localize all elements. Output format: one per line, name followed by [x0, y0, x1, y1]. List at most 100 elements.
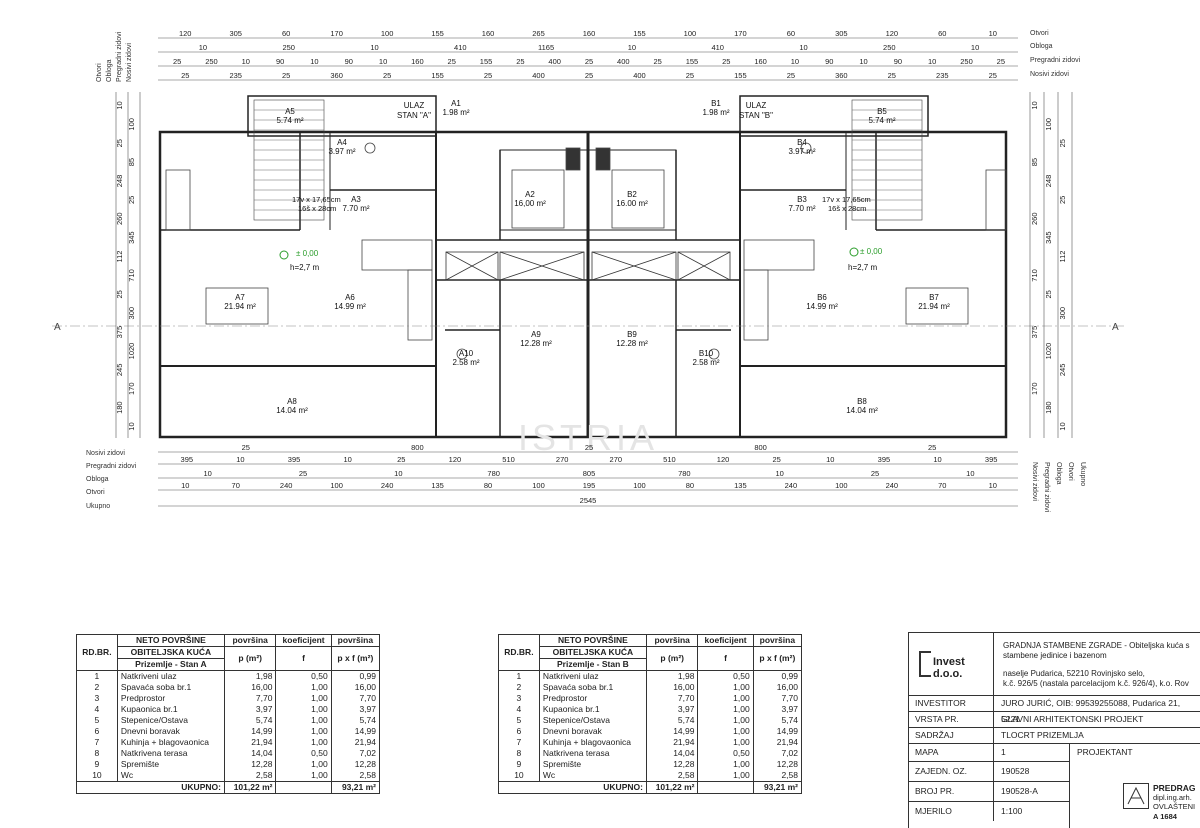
- logo-bracket-icon: [919, 651, 931, 677]
- cell-area: 16,00: [645, 682, 699, 693]
- room-code-b9: B9: [627, 330, 637, 339]
- zajedn-value: 190528: [1001, 766, 1030, 776]
- sofa-a-side: [407, 269, 433, 341]
- top-dim-labels-left: Otvori Obloga Pregradni zidovi Nosivi zi…: [96, 31, 133, 82]
- cell-total: 16,00: [752, 682, 803, 693]
- dim-label-otvori-side: Otvori: [1067, 462, 1074, 481]
- side-dim-value-left: 260: [115, 213, 124, 226]
- cell-room: Wc: [116, 770, 225, 782]
- cell-rd: 2: [498, 682, 540, 693]
- cell-coef: 1,00: [275, 770, 332, 782]
- bed-a: [511, 169, 565, 229]
- room-code-b4: B4: [797, 138, 807, 147]
- side-dim-value-right: 300: [1058, 307, 1067, 320]
- bottom-dim-value: 240: [886, 481, 899, 490]
- cell-coef: 1,00: [275, 682, 332, 693]
- mjerilo-label: MJERILO: [915, 806, 952, 816]
- bottom-dim-value: 135: [734, 481, 747, 490]
- side-dim-value-left: 112: [115, 251, 124, 263]
- cell-area: 2,58: [223, 770, 277, 782]
- room-code-a6: A6: [345, 293, 355, 302]
- room-code-b2: B2: [627, 190, 637, 199]
- room-area-b10: 2.58 m²: [692, 358, 719, 367]
- side-dim-value-right: 25: [1058, 196, 1067, 204]
- nightstand-a: [565, 147, 581, 171]
- cell-coef: 1,00: [275, 737, 332, 748]
- section-mark-right: A: [1112, 322, 1119, 333]
- room-area-b1: 1.98 m²: [702, 108, 729, 117]
- cell-room: Spremište: [538, 759, 647, 770]
- side-dim-value-right: 375: [1030, 326, 1039, 339]
- top-dim-value: 10: [799, 43, 807, 52]
- row-sadrzaj: SADRŽAJ TLOCRT PRIZEMLJA: [909, 727, 1200, 744]
- nightstand-b: [595, 147, 611, 171]
- dim-label-obloga-right: Obloga: [1030, 43, 1053, 50]
- dim-label-obloga-left: Obloga: [106, 59, 113, 82]
- bottom-dim-value: 120: [449, 455, 462, 464]
- bottom-dim-value: 10: [394, 469, 402, 478]
- side-dimension-lines: [115, 92, 1073, 438]
- vrsta-label: VRSTA PR.: [915, 714, 959, 724]
- side-dim-value-right: 170: [1030, 383, 1039, 396]
- sofa-a: [361, 239, 433, 271]
- room-code-a4: A4: [337, 138, 347, 147]
- top-dim-value: 90: [345, 57, 353, 66]
- top-dim-value: 155: [431, 29, 444, 38]
- top-dim-value: 25: [173, 57, 181, 66]
- stairs-b-treads: 16š x 28cm: [828, 204, 866, 213]
- level-marker-b: [849, 247, 859, 257]
- top-dim-value: 155: [633, 29, 646, 38]
- top-dim-value: 25: [787, 71, 795, 80]
- total-area: 101,22 m²: [645, 781, 699, 794]
- room-code-b3: B3: [797, 195, 807, 204]
- top-dim-value: 25: [888, 71, 896, 80]
- stamp-box: [1123, 783, 1149, 809]
- mjerilo-value: 1:100: [1001, 806, 1023, 816]
- side-dim-value-right: 25: [1058, 139, 1067, 147]
- cell-total: 2,58: [330, 770, 381, 782]
- investitor-value: JURO JURIĆ, OIB: 99539255088, Pudarica 2…: [1001, 698, 1181, 724]
- entrance-b-line2: STAN "B": [739, 111, 773, 120]
- top-dim-value: 250: [205, 57, 218, 66]
- company-logo: Invest d.o.o.: [919, 647, 985, 681]
- cell-rd: 7: [76, 737, 118, 748]
- cell-room: Kupaonica br.1: [538, 704, 647, 715]
- dim-label-nosivi-right: Nosivi zidovi: [1030, 71, 1069, 78]
- cell-total: 12,28: [330, 759, 381, 770]
- side-dim-value-right: 10: [1058, 422, 1067, 430]
- bottom-dim-value: 270: [556, 455, 569, 464]
- top-dim-value: 1165: [538, 43, 554, 52]
- cell-coef: 0,50: [275, 670, 332, 682]
- investitor-label: INVESTITOR: [915, 698, 966, 708]
- top-dim-value: 25: [484, 71, 492, 80]
- wc-toilet-a: [456, 348, 468, 360]
- right-side-dim-labels: Nosivi zidovi Pregradni zidovi Obloga Ot…: [1031, 462, 1086, 513]
- cell-area: 7,70: [645, 693, 699, 704]
- bottom-dim-value: 100: [633, 481, 646, 490]
- project-line-1: GRADNJA STAMBENE ZGRADE - Obiteljska kuć…: [1003, 641, 1190, 650]
- broj-value: 190528-A: [1001, 786, 1038, 796]
- bottom-dim-value: 25: [773, 455, 781, 464]
- bottom-dim-value: 10: [775, 469, 783, 478]
- bottom-dim-value: 120: [717, 455, 730, 464]
- side-dim-value-left: 375: [115, 326, 124, 339]
- total-label: UKUPNO:: [498, 781, 647, 794]
- cell-coef: 1,00: [275, 704, 332, 715]
- bottom-dim-value: 25: [397, 455, 405, 464]
- stairs-texts: 17v x 17,65cm 16š x 28cm 17v x 17,65cm 1…: [292, 195, 871, 213]
- dim-label-nosivi-left: Nosivi zidovi: [126, 43, 133, 82]
- col-area: površina: [223, 634, 277, 647]
- cell-rd: 1: [76, 670, 118, 682]
- bottom-dim-value: 240: [785, 481, 798, 490]
- col-rd: RD.BR.: [76, 634, 118, 671]
- cell-room: Spavaća soba br.1: [538, 682, 647, 693]
- outer-wall: [158, 130, 1008, 439]
- col-area-unit: p (m²): [223, 646, 277, 671]
- room-area-a9: 12.28 m²: [520, 339, 552, 348]
- title-block: Invest d.o.o. GRADNJA STAMBENE ZGRADE - …: [908, 632, 1200, 828]
- top-dim-value: 155: [431, 71, 444, 80]
- side-dim-value-left: 100: [127, 118, 136, 131]
- top-dim-value: 25: [383, 71, 391, 80]
